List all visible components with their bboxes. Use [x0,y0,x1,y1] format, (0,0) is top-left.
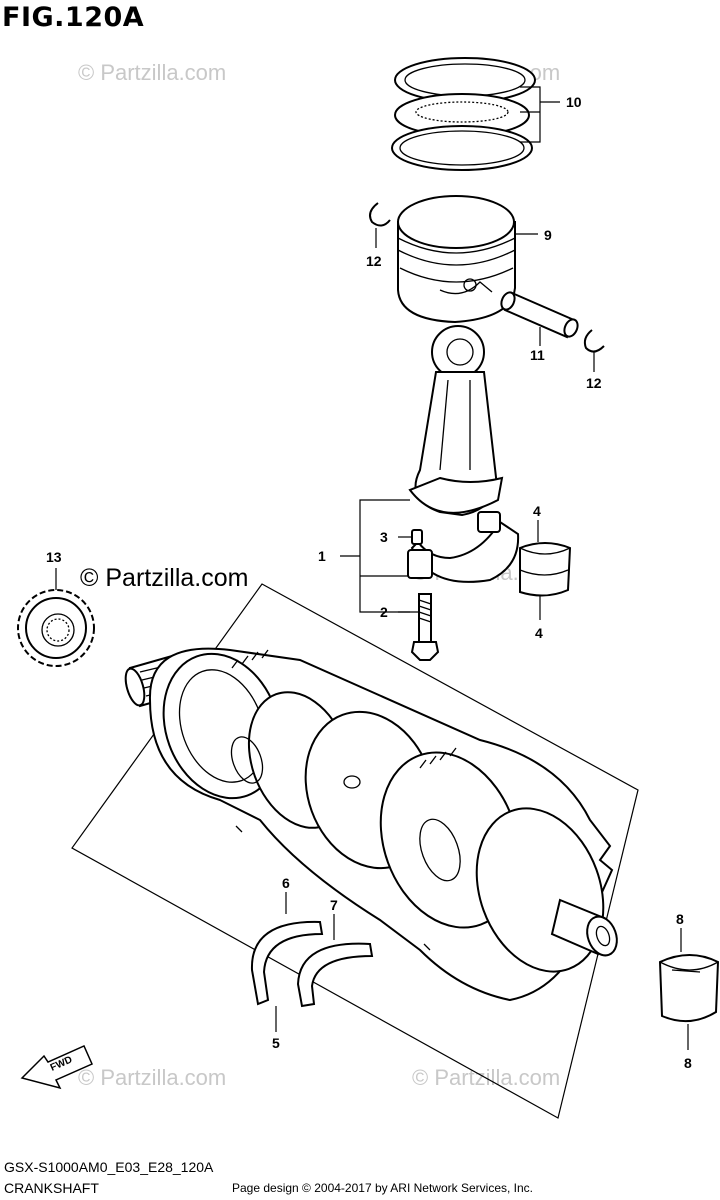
watermark: © Partzilla.com [78,60,226,85]
section-name: CRANKSHAFT [4,1180,99,1196]
crankshaft-gear[interactable] [17,589,95,667]
callout-10[interactable]: 10 [566,94,582,110]
figure-title: FIG.120A [2,2,145,33]
leader-1 [340,499,410,613]
callout-4[interactable]: 4 [533,503,541,519]
leader-10 [520,86,560,143]
copyright-text: Page design © 2004-2017 by ARI Network S… [232,1181,534,1195]
piston[interactable] [397,195,516,324]
crankshaft[interactable] [122,637,625,1002]
connecting-rod-bolt[interactable] [410,593,440,661]
callout-5[interactable]: 5 [272,1035,280,1051]
thrust-bearing-7[interactable] [296,942,374,1008]
callout-8[interactable]: 8 [684,1055,692,1071]
crankshaft-group-frame [71,583,639,1119]
piston-rings[interactable] [391,57,536,171]
fwd-arrow: FWD [20,1045,93,1090]
crankshaft-journal-bearing[interactable] [658,954,720,1023]
callout-12[interactable]: 12 [586,375,602,391]
callout-8[interactable]: 8 [676,911,684,927]
callout-6[interactable]: 6 [282,875,290,891]
callout-12[interactable]: 12 [366,253,382,269]
watermark: © Partzilla.com [78,1065,226,1090]
callout-3[interactable]: 3 [380,529,388,545]
callout-4[interactable]: 4 [535,625,543,641]
piston-pin-clip-right[interactable] [583,329,605,353]
watermark-dark: © Partzilla.com [80,564,248,592]
model-code: GSX-S1000AM0_E03_E28_120A [4,1159,214,1175]
callout-2[interactable]: 2 [380,604,388,620]
piston-pin[interactable] [499,290,580,339]
callout-7[interactable]: 7 [330,897,338,913]
thrust-bearing-6[interactable] [250,920,324,1006]
callout-13[interactable]: 13 [46,549,62,565]
conrod-bearing[interactable] [519,542,572,597]
connecting-rod[interactable] [407,325,520,583]
callout-9[interactable]: 9 [544,227,552,243]
callout-11[interactable]: 11 [530,347,545,363]
dowel-pin[interactable] [411,529,423,545]
callout-1[interactable]: 1 [318,548,326,564]
piston-pin-clip-left[interactable] [369,202,391,227]
